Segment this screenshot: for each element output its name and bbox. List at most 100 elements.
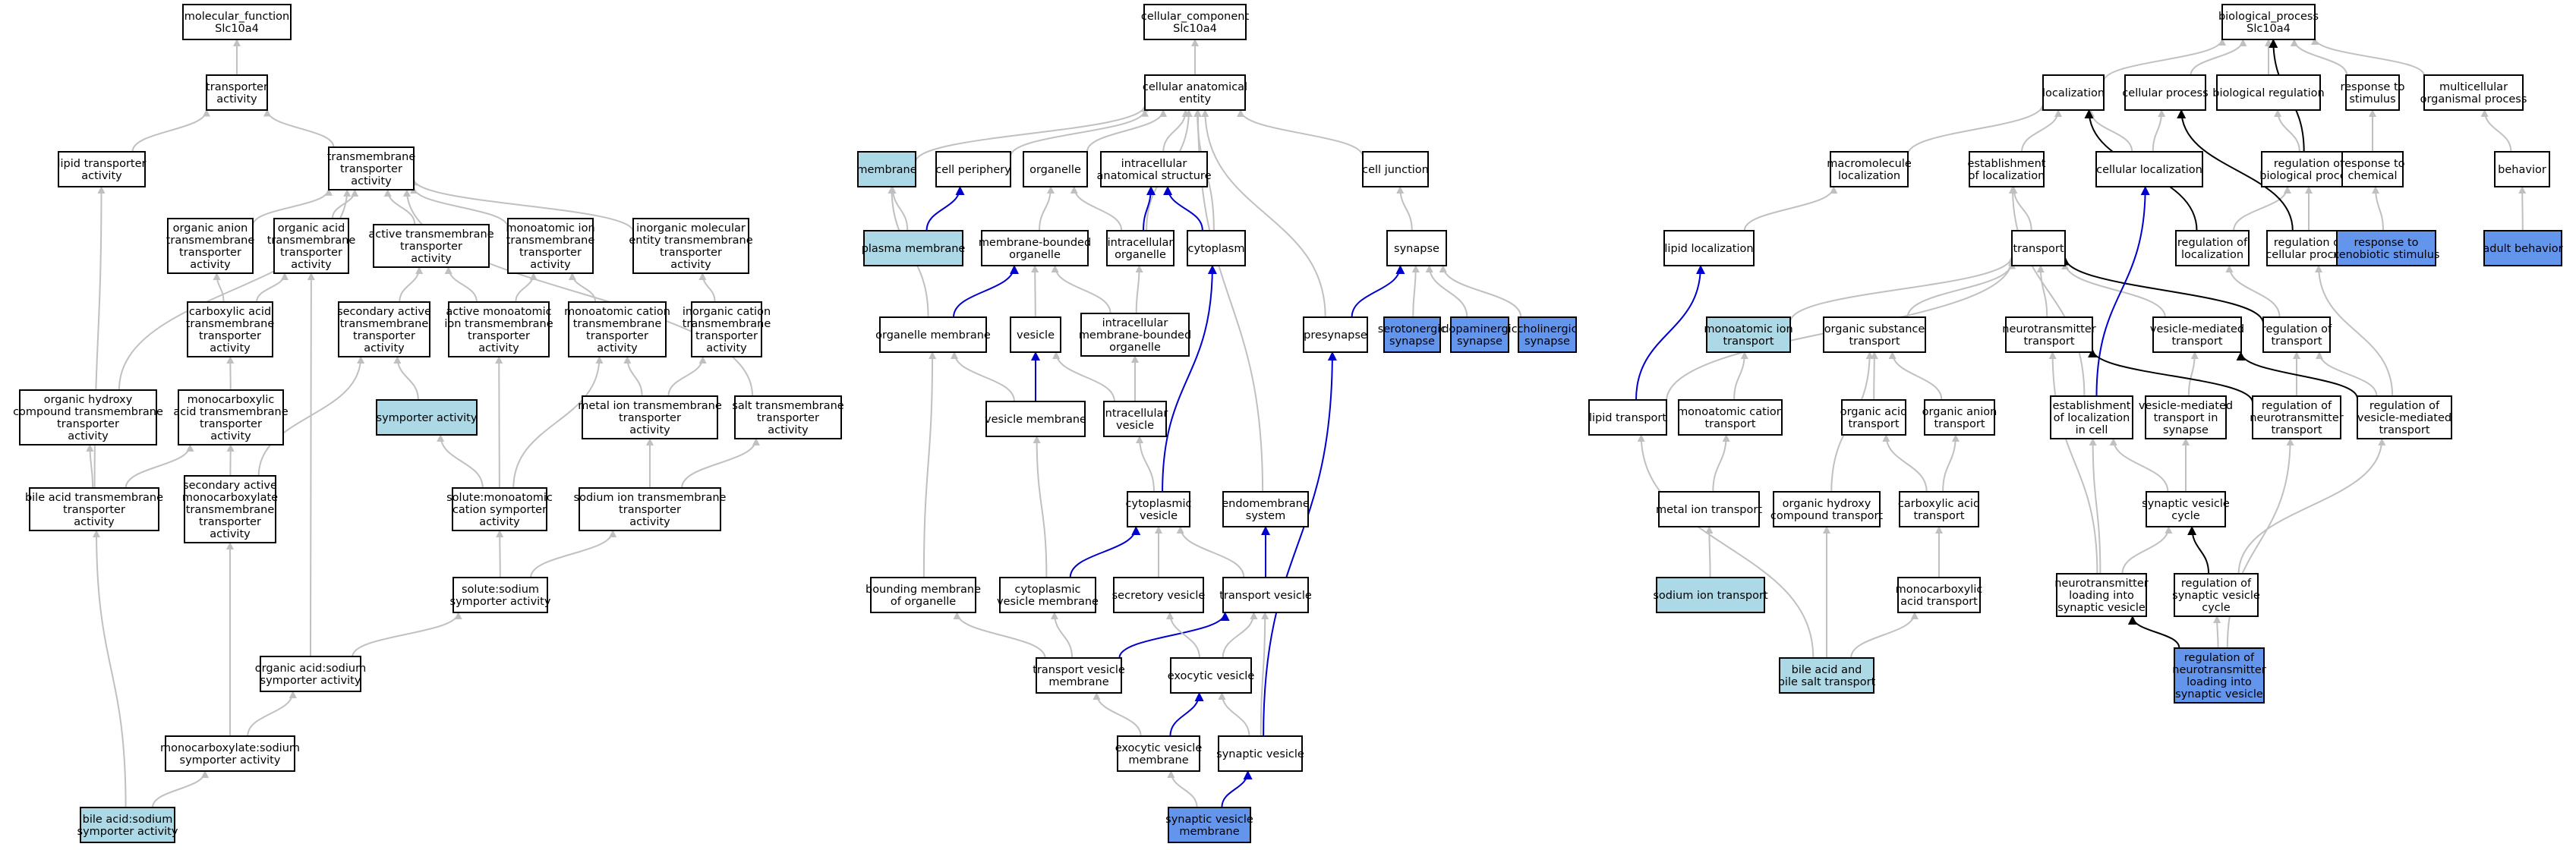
node-beh[interactable]: behavior [2494,151,2550,187]
node-ll[interactable]: lipid localization [1663,230,1755,266]
node-syn[interactable]: synapse [1386,230,1447,266]
node-mitr[interactable]: metal ion transport [1656,491,1762,527]
node-sv[interactable]: secretory vesicle [1112,577,1206,613]
node-loc[interactable]: localization [2042,74,2105,111]
node-cp[interactable]: cell periphery [935,151,1011,187]
node-mem[interactable]: membrane [856,151,917,187]
node-ev[interactable]: exocytic vesicle [1168,657,1255,694]
node-sit[interactable]: sodium ion transport [1653,577,1768,613]
node-pm[interactable]: plasma membrane [862,230,966,266]
node-om[interactable]: organelle membrane [875,316,991,353]
node-tv[interactable]: transport vesicle [1219,577,1312,613]
node-ab[interactable]: adult behavior [2483,230,2563,266]
node-sya[interactable]: symporter activity [376,399,478,436]
node-ves[interactable]: vesicle [1010,316,1061,353]
node-cyto[interactable]: cytoplasm [1187,230,1246,266]
node-lt[interactable]: lipid transport [1588,399,1667,436]
node-cpr[interactable]: cellular process [2122,74,2209,111]
node-syv[interactable]: synaptic vesicle [1216,735,1304,772]
node-vm[interactable]: vesicle membrane [985,401,1086,437]
node-org[interactable]: organelle [1023,151,1088,187]
node-cl[interactable]: cellular localization [2095,151,2203,187]
node-pres[interactable]: presynapse [1303,316,1368,353]
node-breg[interactable]: biological regulation [2212,74,2325,111]
node-cj[interactable]: cell junction [1362,151,1429,187]
node-tr[interactable]: transport [2011,230,2066,266]
